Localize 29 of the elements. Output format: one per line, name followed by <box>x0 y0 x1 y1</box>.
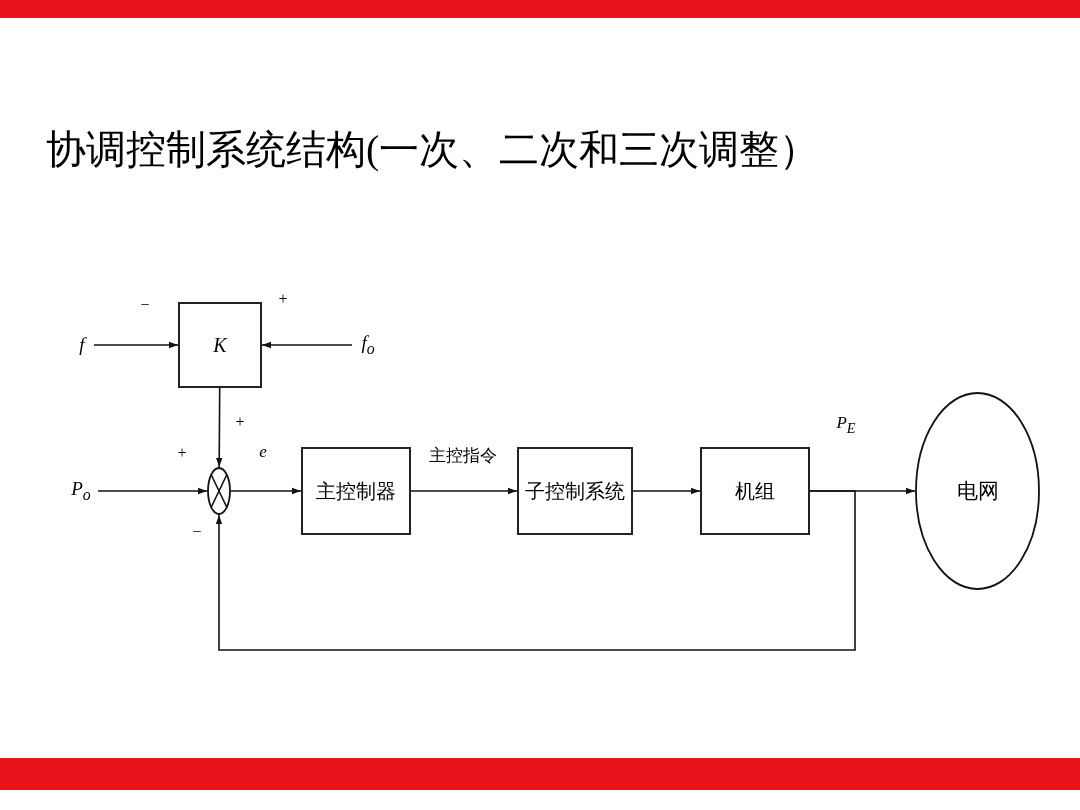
block-box <box>700 447 810 535</box>
node-text: 电网 <box>956 478 999 505</box>
arrow <box>216 387 223 468</box>
node-text: P$_{o}$ <box>71 478 91 504</box>
sign-label: + <box>235 413 245 431</box>
arrow <box>230 487 302 495</box>
node-text: 主控制器 <box>316 478 396 504</box>
node-text: 机组 <box>735 478 775 504</box>
slide-title: 协调控制系统结构(一次、二次和三次调整） <box>46 126 820 174</box>
summing-junction <box>207 467 231 515</box>
sign-label: − <box>140 296 150 314</box>
sign-label: + <box>177 444 187 462</box>
node-text: f$_{o}$ <box>361 332 375 358</box>
sign-label: − <box>192 523 202 541</box>
node-text: 子控制系统 <box>525 478 625 504</box>
node-text: K <box>213 333 227 357</box>
block-box <box>301 447 411 535</box>
arrow <box>97 487 208 495</box>
block-box <box>178 302 262 388</box>
grid-ellipse <box>915 392 1040 590</box>
arrow <box>93 341 179 349</box>
sign-label: + <box>278 290 288 308</box>
arrow <box>215 490 856 651</box>
block-box <box>517 447 633 535</box>
node-text: f <box>79 334 85 356</box>
arrow <box>261 341 353 349</box>
arrow <box>632 487 701 495</box>
edge-label: 主控指令 <box>427 443 499 467</box>
arrow <box>410 487 518 495</box>
